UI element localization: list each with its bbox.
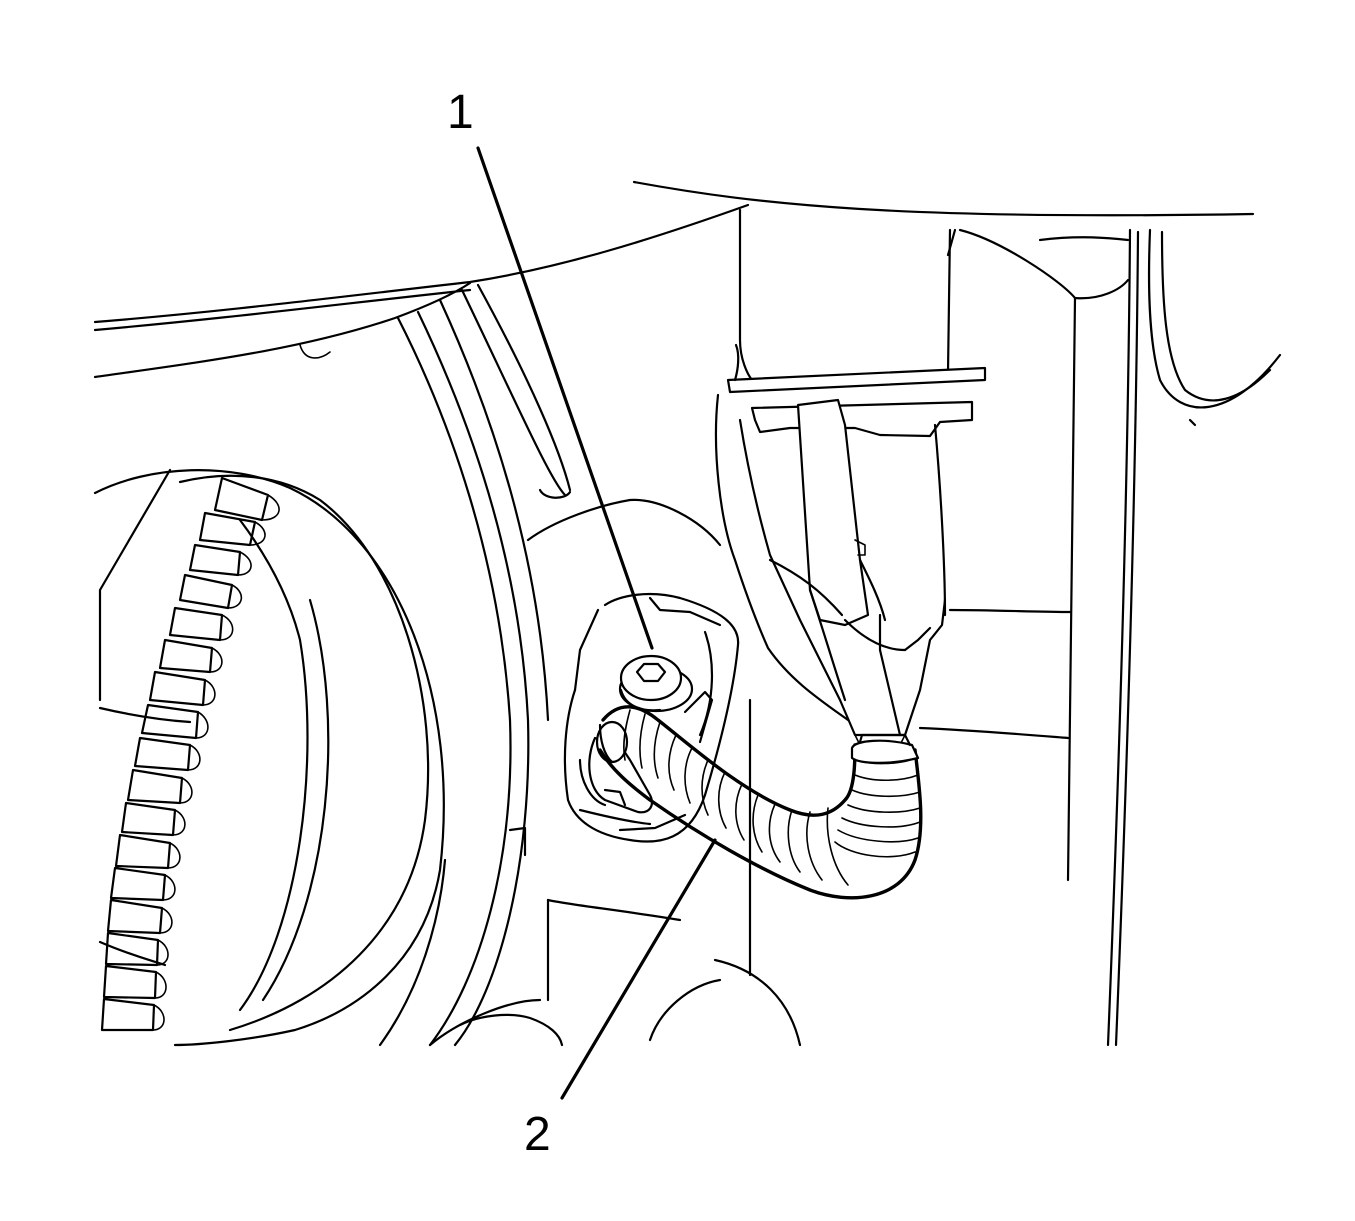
callout-1-label: 1 (447, 86, 474, 139)
callout-2-label: 2 (524, 1108, 551, 1161)
callout-1-leader (476, 146, 654, 650)
flywheel-ring-gear (93, 468, 445, 1047)
engine-block-housing (378, 283, 802, 1047)
wiring-harness (598, 705, 923, 900)
gear-teeth (100, 476, 280, 1032)
bolt (618, 654, 694, 713)
sensor-mounting-bracket (563, 592, 740, 843)
callout-2-leader (560, 838, 717, 1100)
upper-body-panel (93, 180, 1255, 379)
sensor-connector (714, 208, 987, 746)
transmission-housing-right (918, 228, 1282, 1047)
callout-leaders (476, 146, 717, 1100)
